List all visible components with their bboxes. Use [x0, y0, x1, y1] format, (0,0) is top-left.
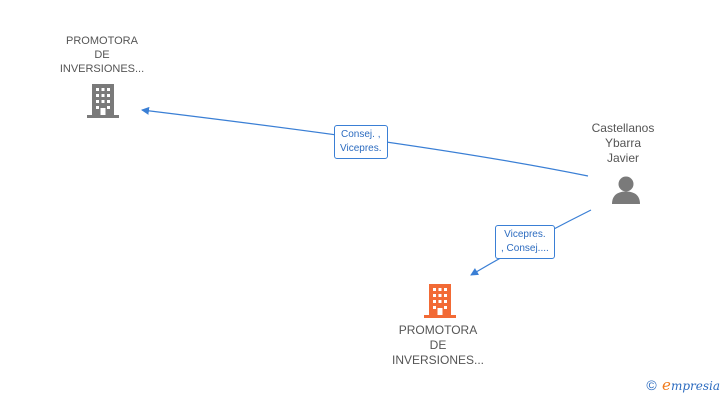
copyright-icon: © — [646, 377, 657, 393]
person-label-line-2: Ybarra — [604, 136, 642, 150]
edge-label-top-line-2: Vicepres. — [340, 143, 382, 154]
brand-name: mpresia — [670, 379, 720, 393]
person-label-line-1: Castellanos — [591, 121, 655, 135]
company-top-label[interactable]: PROMOTORA DE INVERSIONES... — [52, 34, 152, 76]
company-main-label[interactable]: PROMOTORA DE INVERSIONES... — [383, 323, 493, 368]
company-main-label-line-1: PROMOTORA — [398, 323, 478, 337]
edge-label-top-line-1: Consej. , — [341, 129, 381, 140]
person-icon[interactable] — [611, 176, 641, 204]
company-top-label-line-3: INVERSIONES... — [59, 63, 145, 75]
brand-initial: e — [662, 376, 671, 394]
building-icon[interactable] — [424, 284, 456, 318]
company-top-label-line-1: PROMOTORA — [66, 35, 138, 47]
brand-logo: © empresia — [646, 376, 720, 394]
edge-label-main-line-2: , Consej.... — [501, 243, 549, 254]
company-main-label-line-2: DE — [429, 338, 447, 352]
company-main-label-line-3: INVERSIONES... — [391, 353, 485, 367]
edge-label-person-to-company-top[interactable]: Consej. , Vicepres. — [334, 125, 388, 159]
person-label-line-3: Javier — [606, 151, 639, 165]
edge-label-main-line-1: Vicepres. — [504, 229, 546, 240]
edge-label-person-to-company-main[interactable]: Vicepres. , Consej.... — [495, 225, 555, 259]
person-label[interactable]: Castellanos Ybarra Javier — [573, 121, 673, 166]
building-icon[interactable] — [87, 84, 119, 118]
company-top-label-line-2: DE — [94, 49, 110, 61]
